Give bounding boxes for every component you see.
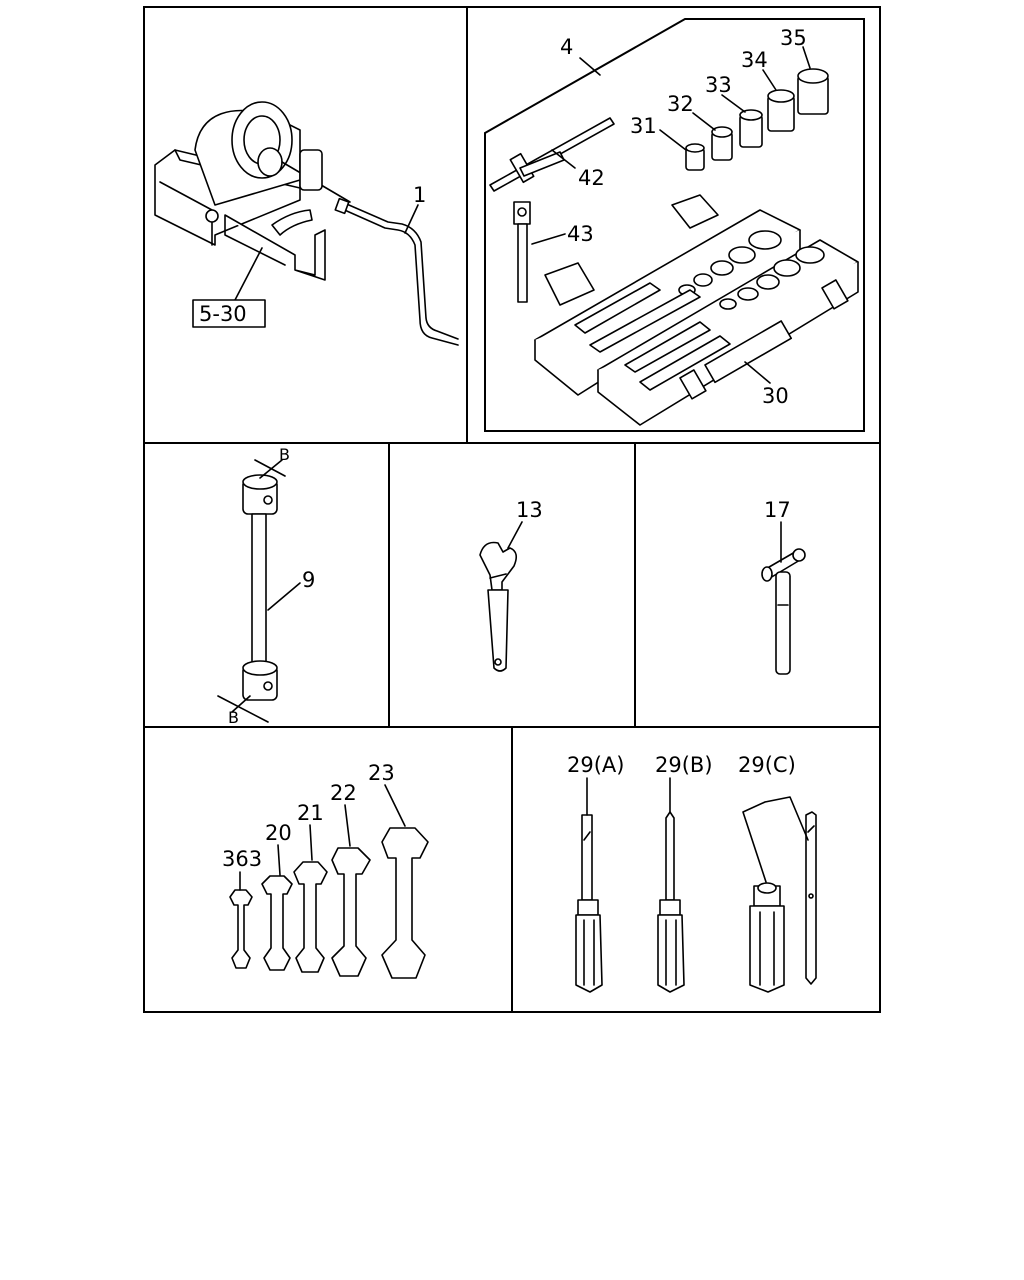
socket-35-leader-line <box>802 46 811 69</box>
screwdriver-29c-bit <box>805 811 817 985</box>
crank-callout: 1 <box>413 183 426 207</box>
tool-case-panel: 4 42 43 31 32 <box>484 18 865 432</box>
hammer-panel: 17 <box>761 498 806 675</box>
extension-bar-drawing <box>513 201 531 303</box>
hammer-drawing <box>761 548 806 675</box>
spanner-363 <box>229 889 253 969</box>
kit-enclosure-outline <box>484 18 865 432</box>
socket-33-callout: 33 <box>705 73 732 97</box>
spanner-22 <box>331 847 371 977</box>
diagram-frame <box>143 6 881 1013</box>
winch-ref-label: 5-30 <box>199 302 247 326</box>
t-bar-leader-line <box>551 149 576 169</box>
screwdriver-29a-callout: 29(A) <box>567 753 624 777</box>
socket-34-callout: 34 <box>741 48 768 72</box>
kit-leader-line <box>579 57 601 76</box>
spanner-23 <box>381 827 429 979</box>
dimension-top <box>254 459 286 479</box>
hammer-callout: 17 <box>764 498 791 522</box>
adjustable-wrench-panel: 13 <box>479 498 543 672</box>
socket-32 <box>711 126 733 161</box>
socket-34 <box>767 89 795 132</box>
spanner-20-callout: 20 <box>265 821 292 845</box>
adjustable-wrench-callout: 13 <box>516 498 543 522</box>
winch-ref-box <box>192 299 266 328</box>
crank-leader-line <box>404 204 419 234</box>
crank-handle-drawing <box>334 197 459 346</box>
socket-31 <box>685 143 705 171</box>
t-bar-drawing <box>489 117 615 192</box>
spanner-23-callout: 23 <box>368 761 395 785</box>
spanner-22-callout: 22 <box>330 781 357 805</box>
extension-leader-line <box>531 233 566 245</box>
case-callout: 30 <box>762 384 789 408</box>
socket-32-callout: 32 <box>667 92 694 116</box>
spanner-20 <box>261 875 293 971</box>
screwdriver-29c-handle <box>749 882 785 993</box>
socket-31-leader-line <box>659 129 687 151</box>
screwdriver-29c-leader-line <box>742 796 809 883</box>
adjustable-wrench-drawing <box>479 541 518 672</box>
spanner-23-leader-line <box>384 784 406 827</box>
dimension-bottom <box>217 695 269 723</box>
spanner-363-callout: 363 <box>222 847 262 871</box>
dimension-bottom-label: B <box>228 708 239 727</box>
winch-drawing <box>154 101 351 281</box>
adjustable-wrench-leader-line <box>507 521 523 549</box>
t-bar-callout: 42 <box>578 166 605 190</box>
socket-35-callout: 35 <box>780 26 807 50</box>
kit-callout: 4 <box>560 35 573 59</box>
winch-ref-leader-line <box>234 247 263 301</box>
socket-35 <box>797 68 829 115</box>
screwdriver-29b <box>657 811 685 993</box>
spanner-21-leader-line <box>309 824 313 861</box>
screwdrivers-panel: 29(A) 29(B) 29(C) <box>567 753 817 993</box>
screwdriver-29a <box>575 814 603 993</box>
spanner-20-leader-line <box>277 844 281 876</box>
tool-case-drawing <box>534 194 859 426</box>
box-wrench-panel: B B 9 <box>217 445 315 727</box>
socket-row: 31 32 33 34 35 <box>630 26 829 171</box>
screwdriver-29b-callout: 29(B) <box>655 753 713 777</box>
spanners-panel: 363 20 21 22 23 <box>222 761 429 979</box>
socket-34-leader-line <box>762 69 777 91</box>
box-wrench-drawing <box>242 474 278 701</box>
socket-33-leader-line <box>721 94 746 113</box>
box-wrench-leader-line <box>267 582 301 611</box>
extension-callout: 43 <box>567 222 594 246</box>
dimension-top-label: B <box>279 445 290 464</box>
socket-33 <box>739 109 763 148</box>
socket-32-leader-line <box>692 112 716 131</box>
socket-31-callout: 31 <box>630 114 657 138</box>
case-leader-line <box>744 361 771 384</box>
spanner-21 <box>293 861 328 973</box>
screwdriver-29c-callout: 29(C) <box>738 753 796 777</box>
spanner-21-callout: 21 <box>297 801 324 825</box>
spanner-22-leader-line <box>344 804 351 847</box>
box-wrench-callout: 9 <box>302 568 315 592</box>
winch-panel: 1 5-30 <box>154 101 459 346</box>
